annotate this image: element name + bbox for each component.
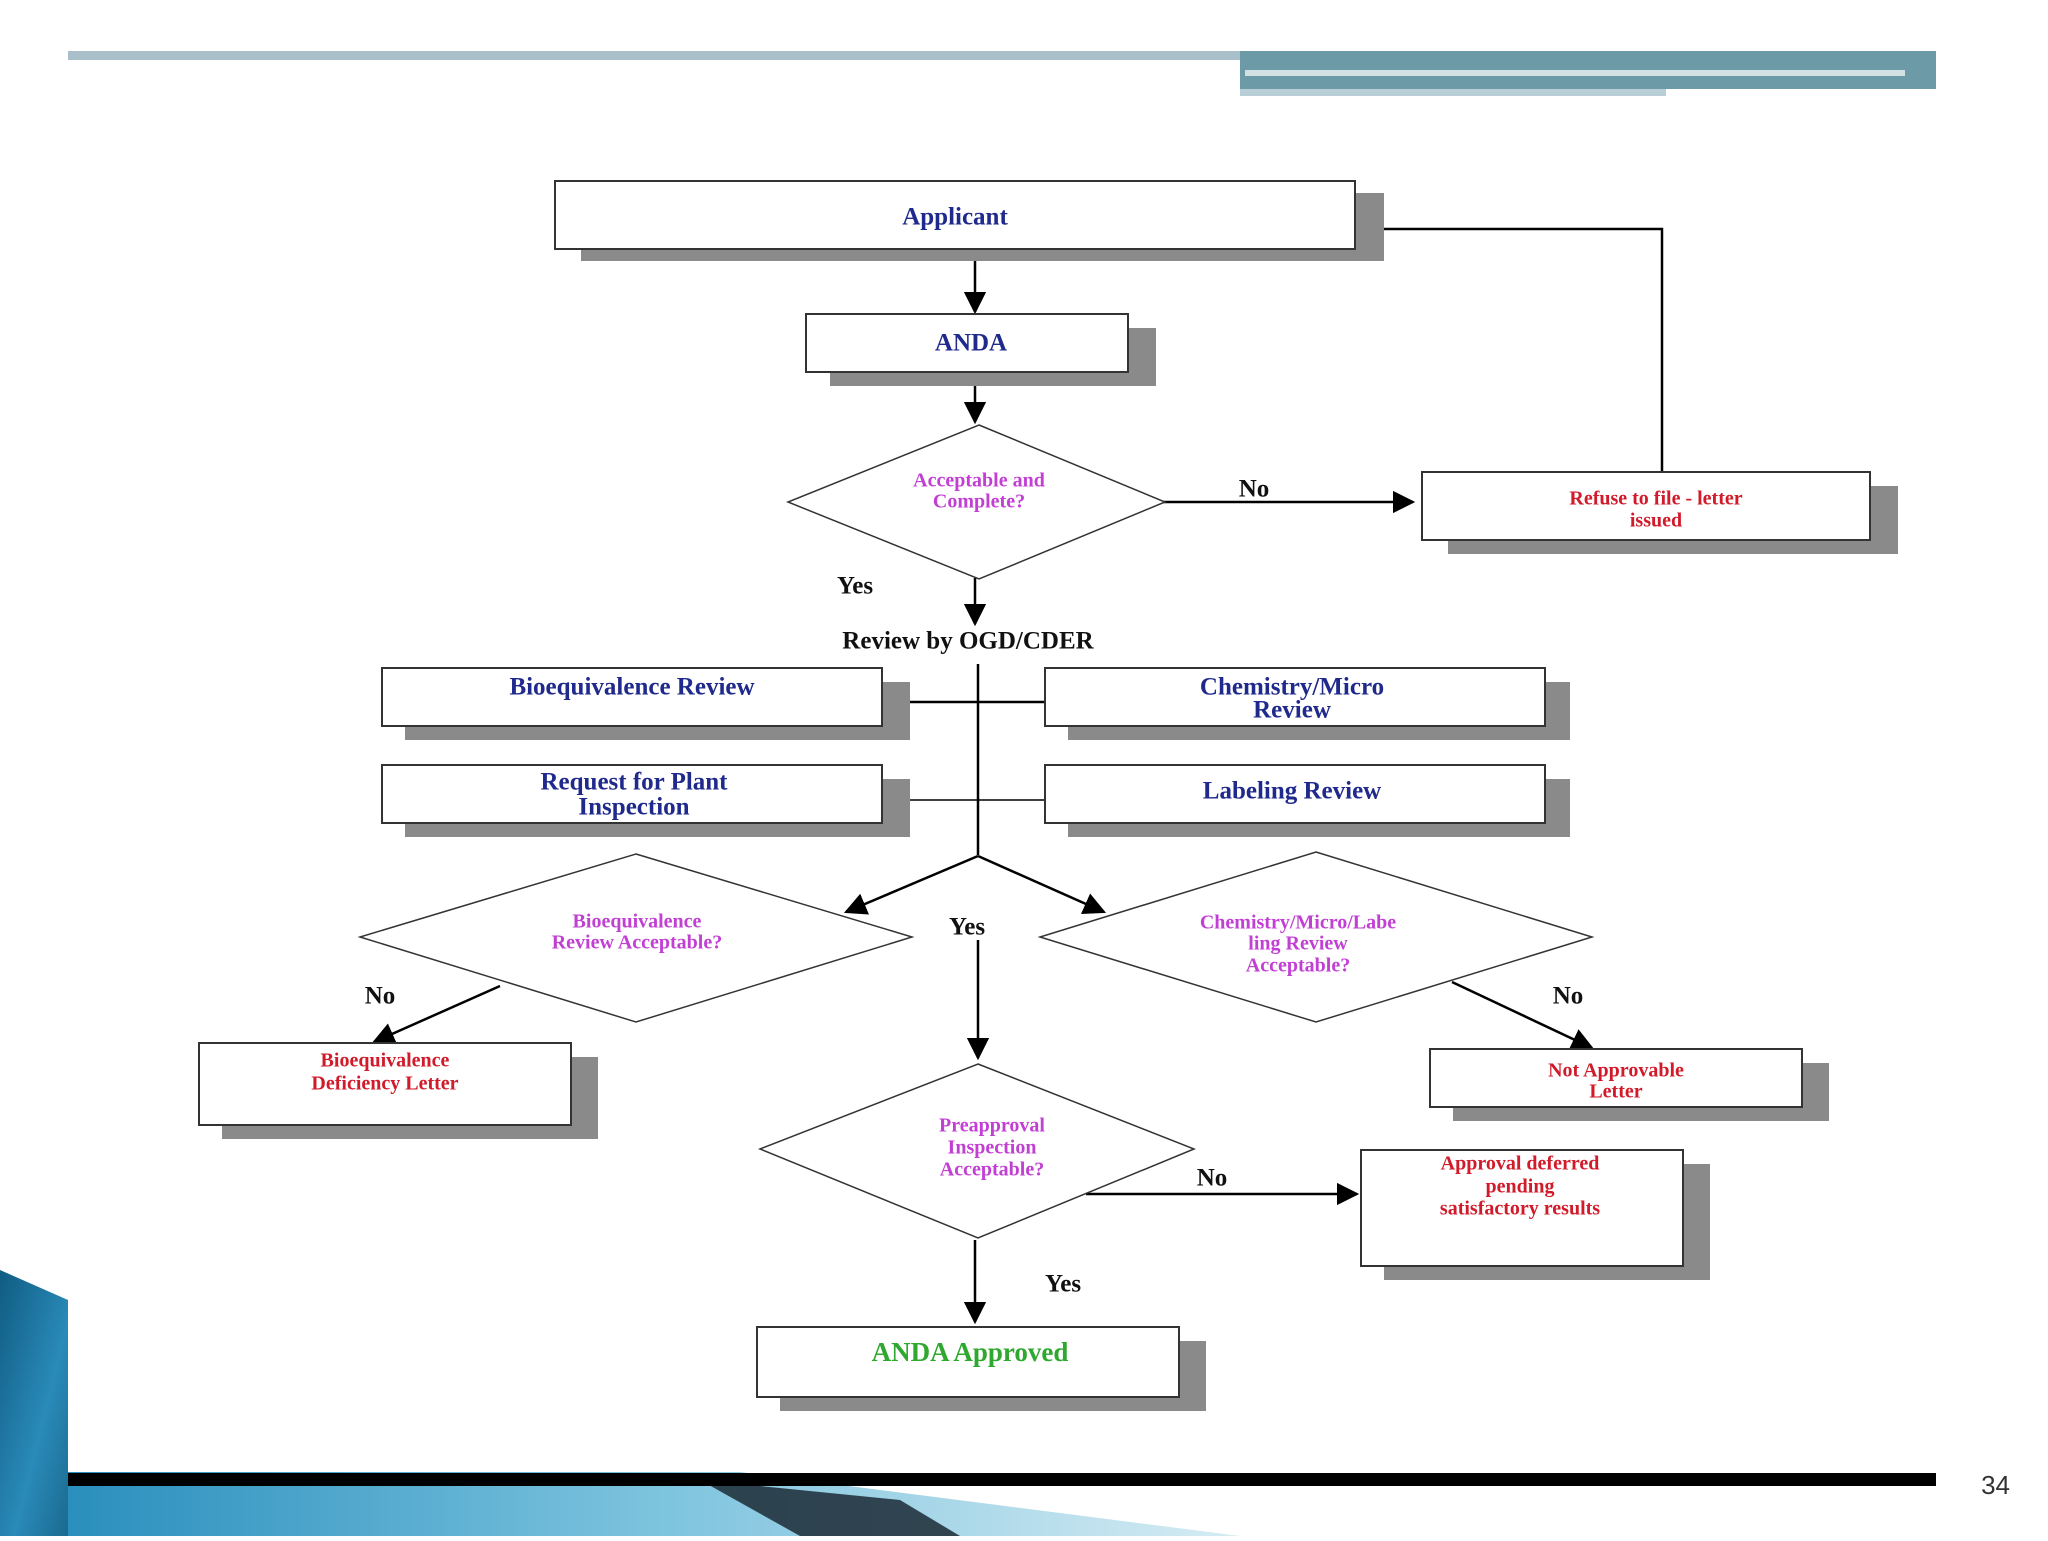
chemistry-micro-review-line1: Chemistry/Micro [1200,674,1384,701]
preapproval-line1: Preapproval [939,1115,1045,1137]
slide-number: 34 [1981,1470,2010,1500]
edge-refuse-applicant [1355,217,1664,472]
edge-bio-no [371,984,501,1045]
node-approval-deferred: Approval deferred pending satisfactory r… [1360,1149,1710,1280]
decision-bio-review-acceptable: Bioequivalence Review Acceptable? [357,853,915,1023]
edge-label-no-preapproval: No [1197,1165,1228,1192]
edge-label-no-bio: No [365,983,396,1010]
edge-label-no-acceptable: No [1239,476,1270,503]
bio-acceptable-line1: Bioequivalence [573,911,702,933]
edge-label-yes-preapproval: Yes [1045,1271,1081,1298]
acceptable-complete-line2: Complete? [933,491,1025,513]
bio-deficiency-line1: Bioequivalence [321,1050,450,1072]
anda-label: ANDA [935,330,1007,357]
bio-acceptable-line2: Review Acceptable? [552,932,723,954]
plant-inspection-line1: Request for Plant [540,769,728,796]
edge-split-right [977,854,1107,915]
top-rule [68,51,1936,60]
node-bio-deficiency-letter: Bioequivalence Deficiency Letter [198,1042,598,1139]
bottom-rule [68,1473,1936,1486]
node-anda-approved: ANDA Approved [756,1326,1206,1411]
node-chemistry-micro-review: Chemistry/Micro Review [1044,667,1570,740]
chemistry-micro-review-line2: Review [1253,697,1331,724]
chem-acceptable-line2: ling Review [1248,933,1348,955]
node-bioequivalence-review: Bioequivalence Review [381,667,910,740]
acceptable-complete-line1: Acceptable and [913,470,1045,492]
labeling-review-label: Labeling Review [1203,778,1381,805]
decision-acceptable-complete: Acceptable and Complete? [785,424,1167,580]
refuse-letter-line2: issued [1630,510,1682,532]
top-rule-underline [1240,89,1666,96]
bottom-sweep-shadow [700,1480,960,1536]
plant-inspection-line2: Inspection [578,794,689,821]
node-labeling-review: Labeling Review [1044,764,1570,837]
review-heading: Review by OGD/CDER [842,628,1094,655]
preapproval-line3: Acceptable? [940,1159,1044,1181]
top-rule-highlight [1245,70,1905,76]
bottom-sweep [68,1472,1240,1536]
anda-approved-label: ANDA Approved [872,1337,1069,1367]
not-approvable-line1: Not Approvable [1548,1060,1684,1082]
bio-deficiency-line2: Deficiency Letter [311,1073,458,1095]
approval-deferred-line3: satisfactory results [1440,1198,1600,1220]
edge-chem-no [1451,980,1595,1050]
not-approvable-line2: Letter [1589,1081,1642,1103]
chem-acceptable-line3: Acceptable? [1246,955,1350,977]
edge-label-no-chem: No [1553,983,1584,1010]
node-not-approvable-letter: Not Approvable Letter [1429,1048,1829,1121]
applicant-label: Applicant [902,204,1008,231]
edge-label-yes-reviews: Yes [949,914,985,941]
node-refuse-letter: Refuse to file - letter issued [1421,471,1898,554]
corner-accent [0,1270,68,1536]
node-plant-inspection-request: Request for Plant Inspection [381,764,910,837]
approval-deferred-line2: pending [1486,1176,1555,1198]
approval-deferred-line1: Approval deferred [1441,1153,1600,1175]
edge-split-left [843,854,979,915]
edge-label-yes-acceptable: Yes [837,573,873,600]
decision-chem-label-acceptable: Chemistry/Micro/Labe ling Review Accepta… [1037,851,1595,1023]
chem-acceptable-line1: Chemistry/Micro/Labe [1200,912,1396,934]
preapproval-line2: Inspection [948,1137,1037,1159]
node-applicant: Applicant [554,180,1384,261]
node-anda: ANDA [805,313,1156,386]
decision-preapproval-inspection: Preapproval Inspection Acceptable? [757,1063,1197,1239]
refuse-letter-line1: Refuse to file - letter [1569,488,1742,510]
bioequivalence-review-label: Bioequivalence Review [509,674,754,701]
